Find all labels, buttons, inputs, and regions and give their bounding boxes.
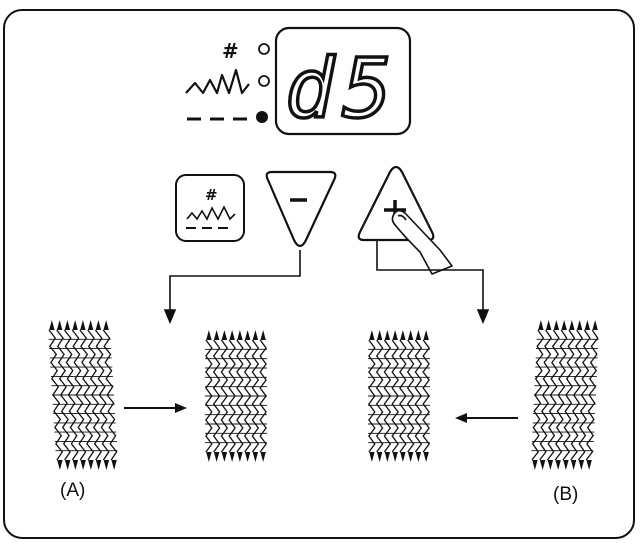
stitch-tip-top xyxy=(392,330,398,340)
stitch-tip-top xyxy=(64,320,71,330)
stitch-tip-bottom xyxy=(237,452,243,462)
stitch-tip-bottom xyxy=(384,452,391,462)
stitch-tip-bottom xyxy=(260,452,266,462)
stitch-tip-top xyxy=(545,320,552,330)
stitch-tip-bottom xyxy=(213,452,220,462)
stitch-tip-bottom xyxy=(547,460,554,470)
stitch-tip-bottom xyxy=(532,460,538,470)
display-code-text: d5 xyxy=(285,42,400,137)
stitch-tip-top xyxy=(213,330,220,340)
stitch-tip-bottom xyxy=(80,460,86,470)
stitch-tip-bottom xyxy=(539,460,546,470)
stitch-tip-top xyxy=(72,320,78,330)
stitch-tip-bottom xyxy=(570,460,577,470)
stitch-tip-top xyxy=(400,330,406,340)
stitch-tip-bottom xyxy=(229,452,235,462)
stitch-tip-bottom xyxy=(423,452,429,462)
stitch-tip-top xyxy=(252,330,259,340)
plus-arrow xyxy=(376,240,490,325)
stitch-tip-top xyxy=(369,330,375,340)
stitch-tip-bottom xyxy=(400,452,406,462)
stitch-tip-bottom xyxy=(555,460,561,470)
stitch-tip-top xyxy=(584,320,591,330)
mode-button-zigzag-icon xyxy=(186,205,236,221)
label-b: (B) xyxy=(553,484,578,505)
stitch-tip-bottom xyxy=(376,452,383,462)
stitch-tip-top xyxy=(56,320,63,330)
minus-arrow xyxy=(163,250,301,325)
label-a: (A) xyxy=(60,480,85,501)
stitch-tip-bottom xyxy=(252,452,259,462)
stitch-tip-top xyxy=(244,330,251,340)
arrow-a-to-short xyxy=(124,403,187,413)
stitch-tip-top xyxy=(423,330,429,340)
pressing-finger-icon xyxy=(391,209,453,275)
hash-indicator-symbol: # xyxy=(222,39,239,63)
stitch-tip-bottom xyxy=(407,452,414,462)
stitch-tip-top xyxy=(384,330,391,340)
stitch-tip-top xyxy=(49,320,55,330)
stitch-tip-bottom xyxy=(103,460,110,470)
stitch-tip-top xyxy=(553,320,560,330)
zigzag-indicator-led xyxy=(258,75,270,87)
stitch-tip-bottom xyxy=(415,452,422,462)
stitch-tip-top xyxy=(569,320,575,330)
stitch-tip-top xyxy=(538,320,544,330)
stitch-sample-a-result xyxy=(205,330,267,462)
stitch-tip-top xyxy=(576,320,583,330)
stitch-tip-top xyxy=(415,330,422,340)
stitch-tip-bottom xyxy=(392,452,398,462)
dash-indicator-led-on xyxy=(256,111,268,123)
stitch-tip-bottom xyxy=(206,452,212,462)
stitch-mode-button[interactable]: # xyxy=(175,174,245,242)
stitch-tip-bottom xyxy=(88,460,94,470)
stitch-tip-top xyxy=(260,330,266,340)
stitch-tip-top xyxy=(376,330,383,340)
stitch-tip-top xyxy=(103,320,109,330)
stitch-tip-bottom xyxy=(72,460,79,470)
stitch-tip-top xyxy=(407,330,414,340)
stitch-tip-bottom xyxy=(57,460,63,470)
stitch-tip-top xyxy=(561,320,567,330)
stitch-tip-bottom xyxy=(221,452,228,462)
stitch-tip-top xyxy=(80,320,86,330)
stitch-tip-top xyxy=(237,330,243,340)
stitch-tip-top xyxy=(229,330,235,340)
stitch-tip-bottom xyxy=(111,460,117,470)
stitch-tip-top xyxy=(87,320,94,330)
stitch-sample-a xyxy=(48,320,118,470)
stitch-tip-bottom xyxy=(578,460,585,470)
stitch-tip-bottom xyxy=(95,460,102,470)
stitch-tip-top xyxy=(206,330,212,340)
stitch-tip-bottom xyxy=(369,452,375,462)
stitch-tip-top xyxy=(592,320,598,330)
hash-indicator-led xyxy=(258,43,270,55)
stitch-tip-top xyxy=(95,320,102,330)
plus-button[interactable] xyxy=(357,165,435,242)
stitch-tip-bottom xyxy=(586,460,592,470)
stitch-sample-b-result xyxy=(368,330,430,462)
mode-button-hash: # xyxy=(205,186,218,204)
arrow-b-to-long xyxy=(455,413,518,423)
code-display xyxy=(274,26,412,136)
outer-panel xyxy=(3,9,635,539)
zigzag-stitch-icon xyxy=(185,68,250,95)
stitch-sample-b xyxy=(531,320,599,470)
stitch-tip-top xyxy=(221,330,228,340)
minus-button[interactable] xyxy=(265,170,337,248)
stitch-tip-bottom xyxy=(244,452,251,462)
stitch-tip-bottom xyxy=(64,460,71,470)
stitch-tip-bottom xyxy=(563,460,569,470)
